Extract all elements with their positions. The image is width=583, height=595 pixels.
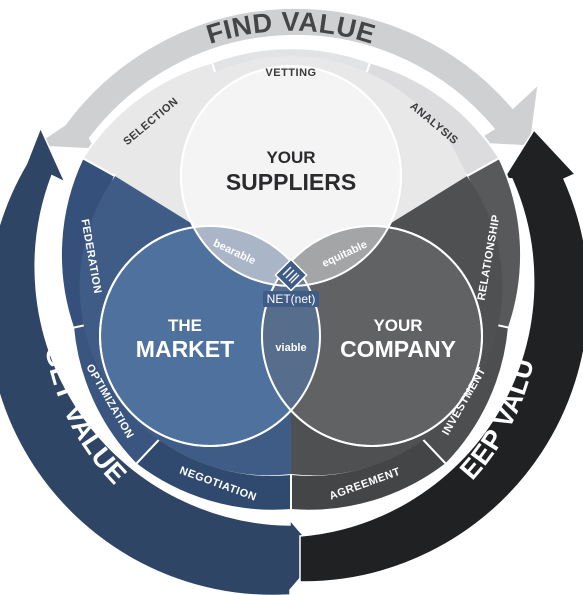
find-value-arc [30, 7, 540, 150]
logo-mark-icon [282, 266, 300, 284]
viable-label: viable [275, 342, 306, 354]
company-label-top: YOUR [373, 316, 422, 335]
logo-text: NET(net) [267, 292, 316, 306]
market-label-top: THE [168, 316, 202, 335]
market-outline [99, 225, 321, 447]
equitable-overlap [262, 226, 401, 286]
keep-value-arc [299, 128, 583, 583]
market-label-main: MARKET [136, 336, 234, 362]
get-value-arc [0, 126, 321, 595]
vetting-label: VETTING [265, 67, 316, 79]
suppliers-label-top: YOUR [266, 148, 315, 167]
bearable-overlap [181, 226, 320, 286]
netnet-logo: NET(net) [263, 258, 319, 307]
company-label-main: COMPANY [340, 336, 456, 362]
suppliers-label-main: SUPPLIERS [226, 169, 356, 195]
company-outline [261, 225, 483, 447]
